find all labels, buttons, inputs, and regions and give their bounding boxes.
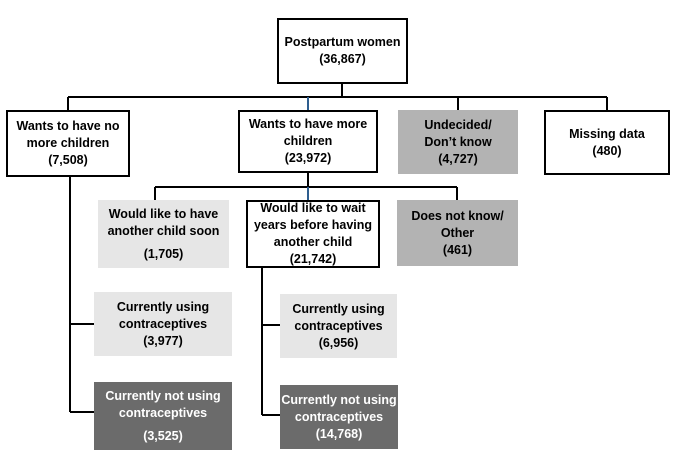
node-count: (4,727): [438, 151, 478, 166]
node-count: (21,742): [289, 252, 337, 266]
node-count: (36,867): [319, 52, 366, 66]
node-count: (480): [592, 143, 622, 158]
node-wait-currently-using: Currently using contraceptives (6,956): [280, 294, 397, 358]
node-count: (14,768): [315, 426, 363, 441]
node-wants-no-more-children: Wants to have no more children (7,508): [6, 110, 130, 177]
node-label: Other: [440, 225, 475, 240]
node-does-not-know-other: Does not know/ Other (461): [397, 200, 518, 266]
node-label: Postpartum women: [284, 35, 401, 49]
node-label: Currently not using: [281, 392, 397, 407]
node-label: Does not know/: [411, 208, 504, 223]
node-no-more-not-using: Currently not using contraceptives (3,52…: [94, 382, 232, 450]
node-label: Currently not using: [105, 388, 221, 403]
node-count: (3,977): [143, 333, 183, 348]
node-another-child-soon: Would like to have another child soon (1…: [98, 200, 229, 268]
node-wants-more-children: Wants to have more children (23,972): [238, 110, 378, 173]
node-label: children: [283, 134, 333, 148]
node-postpartum-women: Postpartum women (36,867): [277, 18, 408, 84]
node-label: Currently using: [292, 301, 385, 316]
node-count: (23,972): [284, 151, 332, 165]
node-label: another child: [273, 235, 353, 249]
node-label: Would like to wait: [260, 201, 366, 215]
node-count: (6,956): [318, 335, 359, 350]
node-no-more-currently-using: Currently using contraceptives (3,977): [94, 292, 232, 356]
node-label: contraceptives: [294, 409, 384, 424]
node-label: Would like to have: [108, 206, 219, 221]
node-label: Wants to have more: [248, 117, 368, 131]
node-count: (1,705): [143, 246, 184, 261]
node-label: years before having: [253, 218, 373, 232]
node-count: (461): [442, 242, 473, 257]
node-label: contraceptives: [294, 318, 383, 333]
node-label: Don’t know: [424, 134, 492, 149]
node-count: (3,525): [143, 428, 183, 443]
node-label: another child soon: [107, 223, 220, 238]
node-wait-not-using: Currently not using contraceptives (14,7…: [280, 385, 398, 449]
node-wait-years: Would like to wait years before having a…: [246, 200, 380, 268]
node-label: more children: [26, 136, 110, 150]
node-undecided: Undecided/ Don’t know (4,727): [398, 110, 518, 174]
node-count: (7,508): [48, 153, 88, 167]
node-label: Currently using: [116, 299, 210, 314]
node-label: Wants to have no: [16, 119, 120, 133]
node-label: contraceptives: [118, 316, 208, 331]
node-label: contraceptives: [118, 405, 208, 420]
node-label: Undecided/: [424, 117, 492, 132]
node-missing-data: Missing data (480): [544, 110, 670, 175]
node-label: Missing data: [569, 126, 645, 141]
